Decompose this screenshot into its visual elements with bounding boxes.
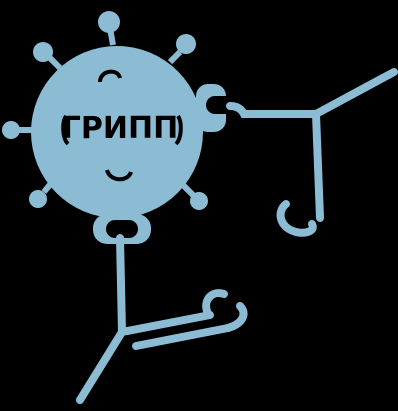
virus-label: ГРИПП [62, 111, 178, 146]
